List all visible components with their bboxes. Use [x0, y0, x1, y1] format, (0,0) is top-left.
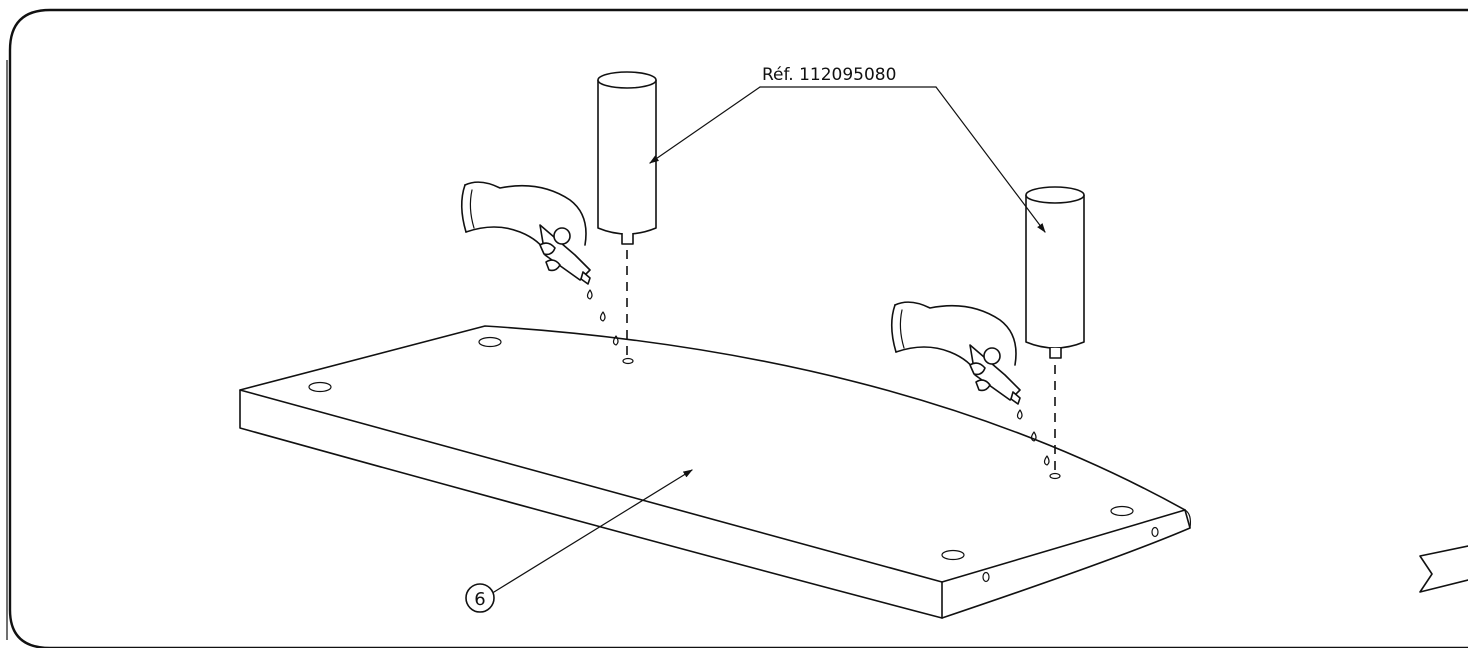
leader-arrow-right-dowel	[935, 86, 1046, 233]
part-number-label: 6	[474, 589, 485, 610]
next-page-arrow-icon	[1419, 545, 1468, 593]
hand-glue-right-icon	[890, 301, 1050, 466]
dowel-left-top	[597, 71, 657, 89]
hole-top-3	[941, 549, 965, 561]
shelf-board	[239, 325, 1192, 619]
pin-hole-left	[622, 357, 634, 365]
leader-arrow-part	[493, 469, 693, 593]
dowel-left-pin	[621, 233, 634, 245]
hole-top-2	[308, 381, 332, 393]
dowel-left	[597, 71, 657, 355]
hole-side-2	[1151, 526, 1159, 538]
dowel-right-top	[1025, 186, 1085, 204]
hole-top-1	[478, 336, 502, 348]
reference-callout: Réf. 112095080	[649, 65, 1046, 233]
shelf-front-face	[239, 389, 943, 619]
dowel-right	[1025, 186, 1085, 470]
hand-glue-left-icon	[460, 181, 619, 346]
pin-hole-right	[1049, 472, 1061, 480]
dowel-left-body	[597, 80, 657, 235]
diagram-frame	[8, 8, 1468, 650]
hole-top-4	[1110, 505, 1134, 517]
leader-arrow-left-dowel	[649, 86, 761, 164]
shelf-side-face	[941, 509, 1191, 619]
shelf-edge-corner	[1184, 509, 1192, 529]
part-callout: 6	[465, 469, 693, 613]
part-number-circle	[465, 583, 495, 613]
dowel-right-pin	[1049, 348, 1062, 359]
reference-label: Réf. 112095080	[762, 65, 896, 85]
hole-side-1	[982, 571, 990, 583]
